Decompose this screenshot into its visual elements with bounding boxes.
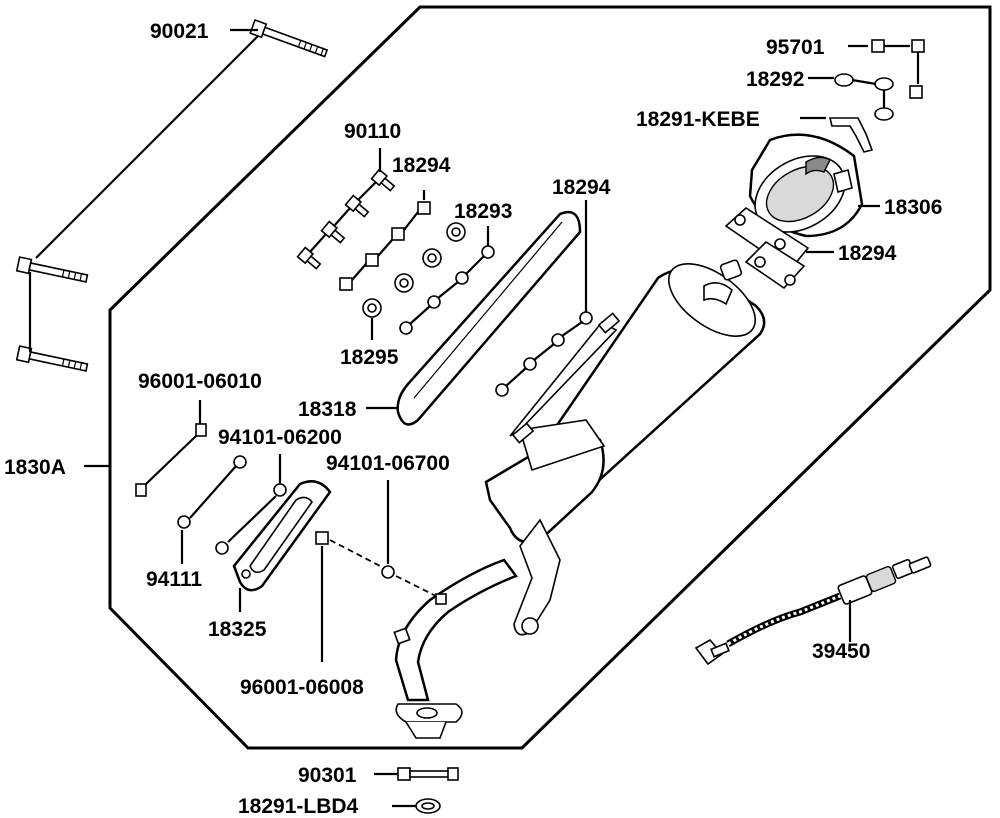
- label-18291-kebe: 18291-KEBE: [636, 108, 760, 131]
- label-18306: 18306: [884, 196, 942, 219]
- label-90110: 90110: [344, 120, 401, 143]
- gasket: [724, 206, 834, 290]
- bottom-small-parts: [374, 767, 459, 814]
- muffler-body: [484, 259, 766, 636]
- label-18294-c: 18294: [838, 242, 897, 265]
- label-18291-lbd4: 18291-LBD4: [238, 795, 359, 818]
- label-94101-06700: 94101-06700: [326, 452, 450, 475]
- label-96001-06008: 96001-06008: [240, 676, 364, 699]
- label-39450: 39450: [812, 640, 870, 663]
- washers-18294: [495, 200, 593, 397]
- label-94101-06200: 94101-06200: [218, 426, 342, 449]
- oxygen-sensor: [694, 556, 932, 666]
- label-18294-a: 18294: [392, 154, 451, 177]
- bracket-18325: [232, 480, 332, 612]
- left-fasteners: [135, 400, 287, 564]
- pipe-fasteners: [315, 480, 437, 662]
- label-18294-b: 18294: [552, 176, 611, 199]
- label-18295: 18295: [340, 346, 399, 369]
- exhaust-pipe: [393, 558, 518, 739]
- label-18318: 18318: [298, 398, 357, 421]
- end-cap: [748, 133, 880, 238]
- label-95701: 95701: [766, 36, 825, 59]
- collars-group: [339, 190, 495, 340]
- heat-shield: [366, 210, 582, 426]
- label-18293: 18293: [454, 200, 512, 223]
- label-94111: 94111: [146, 568, 202, 591]
- mount-bolts-group: [296, 148, 396, 270]
- long-bolt-group: [15, 18, 329, 372]
- label-90021: 90021: [150, 20, 209, 43]
- label-90301: 90301: [298, 764, 357, 787]
- label-1830a: 1830A: [4, 456, 66, 479]
- label-18325: 18325: [208, 618, 267, 641]
- label-18292: 18292: [746, 68, 804, 91]
- top-fasteners: [800, 39, 925, 153]
- part-labels: 90021 95701 18292 18291-KEBE 90110 18294…: [4, 20, 942, 818]
- assembly-boundary: [108, 5, 992, 750]
- label-96001-06010: 96001-06010: [138, 370, 262, 393]
